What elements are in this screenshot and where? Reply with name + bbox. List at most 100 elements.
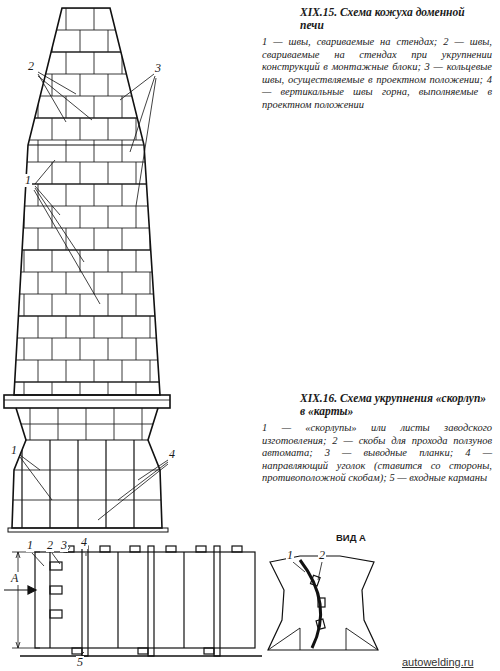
seam [38,272,39,294]
seam [0,381,180,382]
seam [0,30,180,31]
seam [164,118,165,140]
seam [136,74,137,96]
seam [108,118,109,140]
seam [80,30,81,52]
seam [164,294,165,316]
seam [24,294,25,316]
seam [10,360,11,382]
seam [0,206,180,207]
figure-caption-title: XIX.15. Схема кожуха доменной печи [300,6,490,32]
seam [133,440,134,528]
seam [108,74,109,96]
seam [136,162,137,184]
seam [150,52,151,74]
seam [24,30,25,52]
seam [10,52,11,74]
seam [94,228,95,250]
seam [10,8,11,30]
seam [38,52,39,74]
callout-number: 2 [318,549,326,562]
seam [108,250,109,272]
seam [0,228,180,229]
callout-number: 5 [76,656,84,669]
seam [108,294,109,316]
seam [10,228,11,250]
seam [164,162,165,184]
seam [66,228,67,250]
seam [80,382,81,395]
seam [94,52,95,74]
seam [38,8,39,30]
seam [80,162,81,184]
seam [94,272,95,294]
seam [164,206,165,228]
seam [80,74,81,96]
callout-number: 1 [10,444,18,457]
seam [38,184,39,206]
seam [24,118,25,140]
seam [38,316,39,338]
seam [0,338,180,339]
seam [136,250,137,272]
seam [66,8,67,30]
seam [94,140,95,162]
seam [80,338,81,360]
callout-number: 1 [26,539,34,552]
seam [24,382,25,395]
seam [122,96,123,118]
leader-lines [20,72,322,655]
seam [136,382,137,395]
seam [164,74,165,96]
seam [0,360,180,361]
seam [24,338,25,360]
figure-caption-legend: 1 — «скорлупы» или листы заводского изго… [262,422,492,485]
seam [164,382,165,395]
seam [164,30,165,52]
seam [136,338,137,360]
seam [66,360,67,382]
seam [38,140,39,162]
seam [10,316,11,338]
seam [38,228,39,250]
callout-number: 4 [80,536,88,549]
figure-caption-title: XIX.16. Схема укрупнения «скорлуп» в «ка… [300,392,490,418]
seam [80,118,81,140]
callout-number: 2 [27,60,35,73]
seam [24,74,25,96]
card-assembly [4,546,262,656]
figure-caption-legend: 1 — швы, свариваемые на стендах; 2 — швы… [262,36,492,111]
seam [0,249,180,250]
seam [52,162,53,184]
seam [58,408,59,440]
view-title: ВИД А [336,532,366,543]
seam [136,294,137,316]
seam [150,140,151,162]
seam [49,440,50,528]
callout-number: 1 [24,174,32,187]
furnace-shell [4,8,170,532]
hearth-seams [0,408,180,528]
seam [164,338,165,360]
seam [30,408,31,440]
view-letter: А [10,572,19,585]
seam [10,272,11,294]
seam [0,500,180,501]
seam [52,118,53,140]
callout-number: 3 [154,62,162,75]
seam [150,360,151,382]
seam [150,8,151,30]
seam [122,8,123,30]
seam [66,184,67,206]
seam [10,184,11,206]
seam [52,206,53,228]
seam [108,206,109,228]
seam [94,8,95,30]
seam [94,96,95,118]
seam [108,30,109,52]
seam [108,338,109,360]
seam [122,140,123,162]
seam [150,272,151,294]
seam [10,96,11,118]
seam [94,316,95,338]
